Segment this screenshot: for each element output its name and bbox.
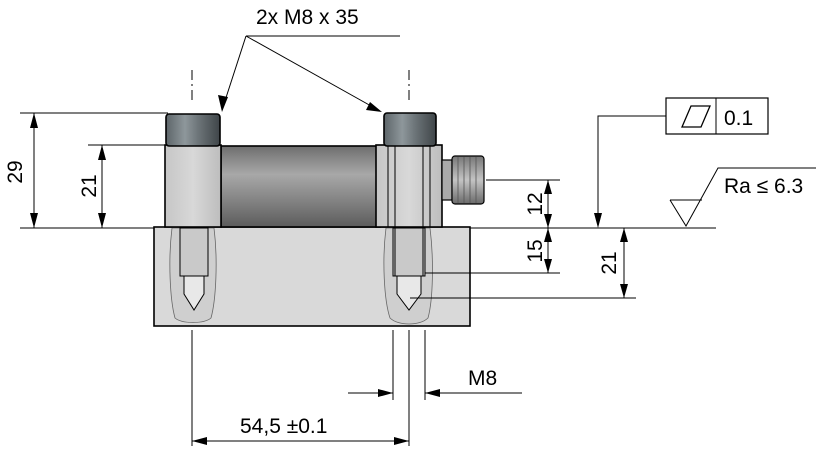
pneumatic-fitting <box>441 155 485 205</box>
screw-left <box>165 113 221 147</box>
roughness-symbol: Ra ≤ 6.3 <box>669 167 816 227</box>
dim-12-label: 12 <box>524 192 547 215</box>
dim-21-right-label: 21 <box>598 251 621 274</box>
roughness-label: Ra ≤ 6.3 <box>724 175 803 198</box>
thread-label: M8 <box>468 367 497 390</box>
center-lines <box>191 70 426 446</box>
threaded-hole-left <box>169 227 217 323</box>
flatness-value: 0.1 <box>724 107 753 130</box>
flatness-tolerance-frame: 0.1 <box>594 97 769 228</box>
spacing-label: 54,5 ±0.1 <box>240 415 327 438</box>
dim-21-left-label: 21 <box>78 174 101 197</box>
screw-right <box>383 112 437 277</box>
thread-dimension: M8 <box>348 367 522 397</box>
dimension-right-depth: 21 <box>410 228 636 299</box>
dimension-right-stack: 12 15 <box>425 179 560 274</box>
clamp-block-right <box>375 144 443 228</box>
screw-callout-label: 2x M8 x 35 <box>256 6 359 29</box>
spacing-dimension: 54,5 ±0.1 <box>192 415 409 445</box>
dimension-height-total: 29 <box>4 112 168 229</box>
dimension-height-part: 21 <box>78 144 165 228</box>
dim-15-label: 15 <box>524 239 547 262</box>
clamp-block-left <box>164 144 222 228</box>
screw-callout: 2x M8 x 35 <box>218 6 400 112</box>
cylinder-body <box>220 145 381 228</box>
flatness-icon <box>681 105 711 128</box>
dim-29-label: 29 <box>4 160 27 183</box>
